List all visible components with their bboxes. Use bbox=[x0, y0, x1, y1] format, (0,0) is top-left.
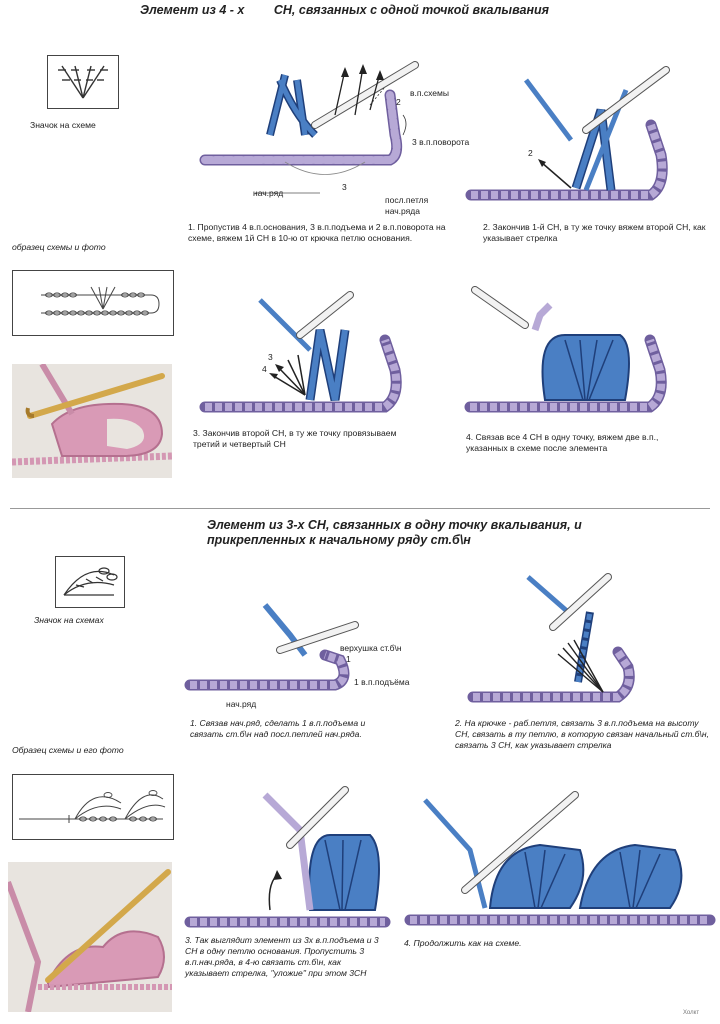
section1-symbol-caption: Значок на схеме bbox=[30, 120, 96, 130]
section1-step4-illustration bbox=[464, 286, 667, 413]
label-nach-ryad: нач.ряд bbox=[253, 188, 284, 198]
label-n3: 3 bbox=[342, 182, 347, 192]
section2-symbol-box bbox=[55, 556, 125, 608]
label-s3-n3: 3 bbox=[268, 352, 273, 362]
section-divider bbox=[10, 508, 710, 509]
label-s2-n1: 1 bbox=[346, 654, 351, 664]
section2-step2-caption: 2. На крючке - раб.петля, связать 3 в.п.… bbox=[455, 718, 710, 750]
section2-title: Элемент из 3-х СН, связанных в одну точк… bbox=[207, 518, 582, 547]
section2-step1-illustration bbox=[184, 603, 359, 691]
label-vp-povorota: 3 в.п.поворота bbox=[412, 137, 470, 147]
section2-symbol-caption: Значок на схемах bbox=[34, 615, 104, 625]
label-s2-nach-ryad: нач.ряд bbox=[226, 699, 257, 709]
section1-sample-caption: образец схемы и фото bbox=[12, 242, 106, 252]
section1-step3-illustration bbox=[199, 291, 402, 413]
label-vp-podema: 1 в.п.подъёма bbox=[354, 677, 410, 687]
section1-step3-caption: 3. Закончив второй СН, в ту же точку про… bbox=[193, 428, 397, 449]
label-verkhushka: верхушка ст.б\н bbox=[340, 643, 402, 653]
label-s3-n4: 4 bbox=[262, 364, 267, 374]
section1-step4-caption: 4. Связав все 4 СН в одну точку, вяжем д… bbox=[466, 432, 659, 453]
cluster-3dc-symbol-icon bbox=[63, 567, 118, 596]
section2-sample-caption: Образец схемы и его фото bbox=[12, 745, 124, 755]
label-s2-arrow: 2 bbox=[528, 148, 533, 158]
section1-step1-caption: 1. Пропустив 4 в.п.основания, 3 в.п.подъ… bbox=[188, 222, 446, 243]
section1-step2-caption: 2. Закончив 1-й СН, в ту же точку вяжем … bbox=[483, 222, 706, 243]
section2-step4-caption: 4. Продолжить как на схеме. bbox=[404, 938, 522, 948]
label-n2: 2 bbox=[396, 97, 401, 107]
section1-step2-illustration bbox=[465, 66, 670, 201]
section2-step2-illustration bbox=[467, 573, 635, 703]
section1-symbol-box bbox=[47, 55, 119, 109]
section1-photo bbox=[12, 364, 172, 478]
section1-step1-illustration bbox=[199, 61, 419, 194]
section2-step3-illustration bbox=[184, 786, 391, 928]
label-vp-schemy: в.п.схемы bbox=[410, 88, 449, 98]
label-posl-petlya: посл.петля bbox=[385, 195, 429, 205]
watermark: Холкт bbox=[683, 1010, 700, 1016]
section2-sample-scheme bbox=[12, 774, 174, 840]
sample-scheme-2-diagram bbox=[19, 790, 166, 823]
section2-step4-illustration bbox=[404, 791, 716, 926]
section1-title: Элемент из 4 - х СН, связанных с одной т… bbox=[140, 3, 549, 17]
section1-sample-scheme bbox=[12, 270, 174, 336]
section2-step1-caption: 1. Связав нач.ряд, сделать 1 в.п.подъема… bbox=[190, 718, 366, 739]
cluster-4dc-symbol-icon bbox=[58, 65, 108, 99]
section2-photo bbox=[8, 862, 172, 1012]
label-nach-ryada: нач.ряда bbox=[385, 206, 420, 216]
section2-step3-caption: 3. Так выглядит элемент из 3х в.п.подъем… bbox=[185, 935, 379, 978]
sample-scheme-1-diagram bbox=[41, 286, 160, 316]
